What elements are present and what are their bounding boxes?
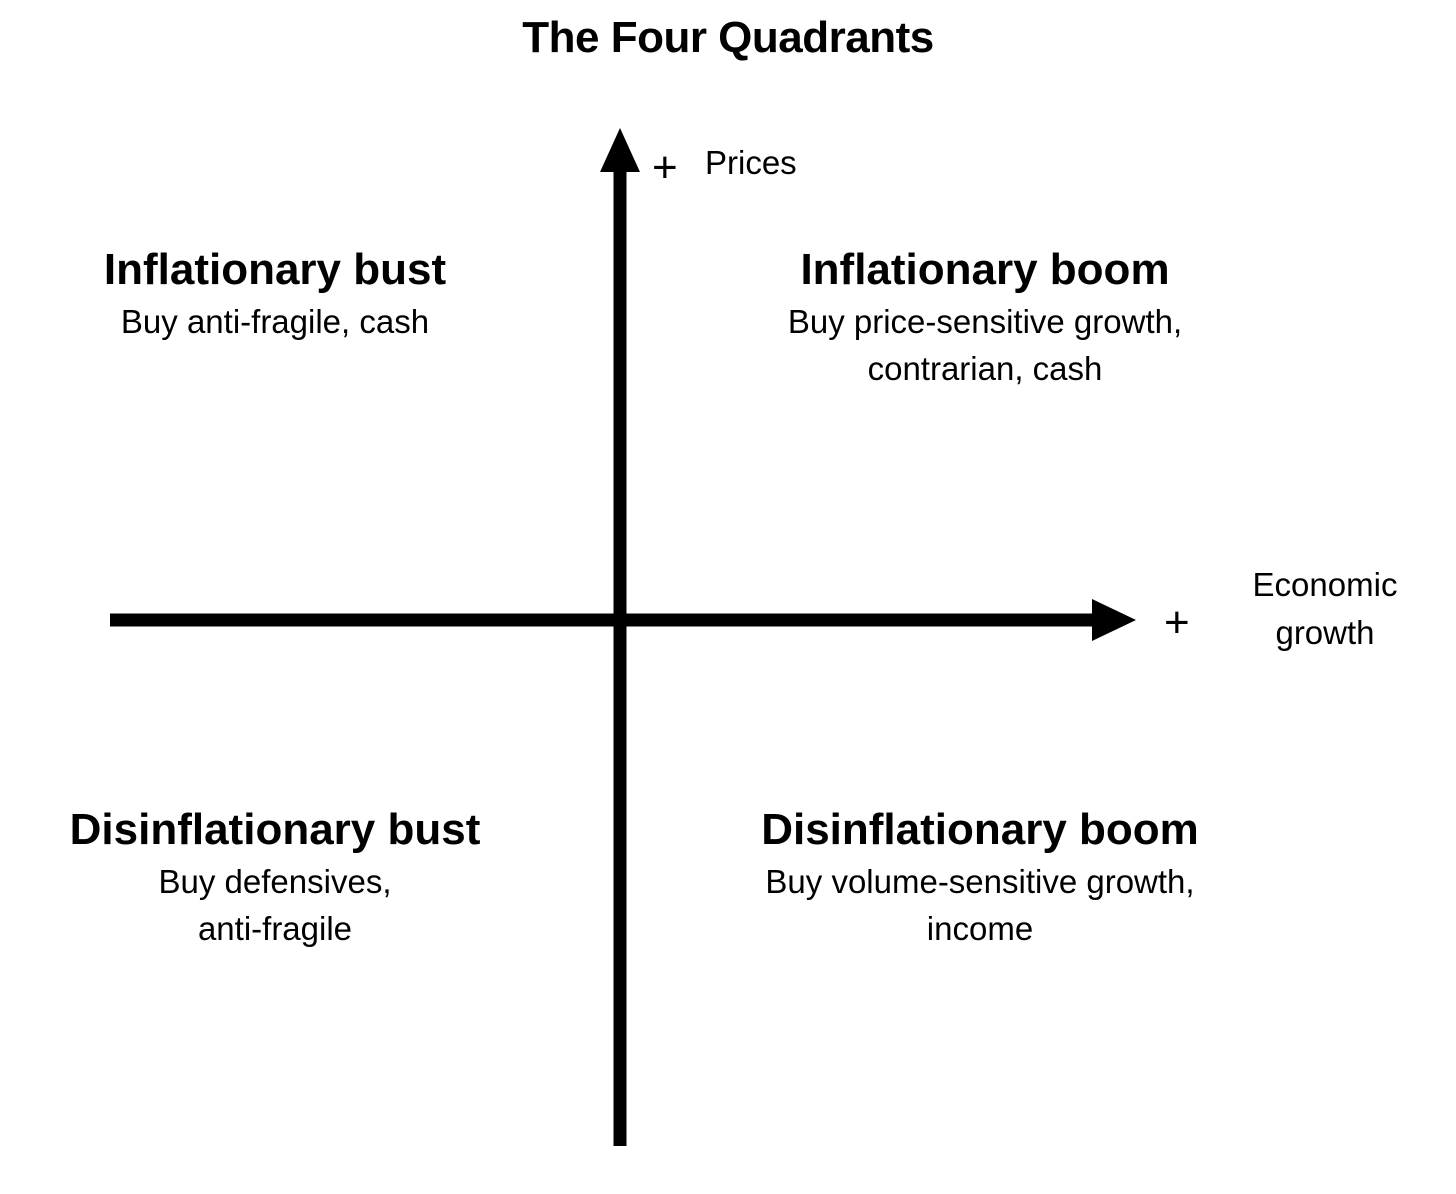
quadrant-advice-line2: contrarian, cash xyxy=(867,350,1103,387)
y-axis-label: Prices xyxy=(705,144,797,181)
quadrant-advice-line2: income xyxy=(926,910,1034,947)
quadrant-heading: Inflationary boom xyxy=(800,245,1170,294)
quadrant-inflationary-bust: Inflationary bust Buy anti-fragile, cash xyxy=(40,242,510,345)
x-axis-label-line1: Economic xyxy=(1252,566,1398,603)
quadrant-heading: Disinflationary bust xyxy=(69,805,481,854)
quadrant-inflationary-boom: Inflationary boom Buy price-sensitive gr… xyxy=(720,242,1250,392)
x-axis-arrow xyxy=(1092,599,1136,641)
quadrant-heading: Disinflationary boom xyxy=(761,805,1199,854)
diagram-title: The Four Quadrants xyxy=(522,13,934,62)
quadrant-advice-line1: Buy defensives, xyxy=(158,863,392,900)
x-axis-plus-sign: + xyxy=(1164,598,1190,647)
quadrant-disinflationary-boom: Disinflationary boom Buy volume-sensitiv… xyxy=(700,802,1260,952)
quadrant-advice-line2: anti-fragile xyxy=(197,910,353,947)
quadrant-advice-line1: Buy anti-fragile, cash xyxy=(120,303,430,340)
quadrant-advice-line1: Buy price-sensitive growth, xyxy=(787,303,1183,340)
y-axis-plus-sign: + xyxy=(652,143,678,192)
x-axis-label-line2: growth xyxy=(1275,614,1375,651)
y-axis-arrow xyxy=(600,128,640,172)
quadrant-disinflationary-bust: Disinflationary bust Buy defensives, ant… xyxy=(30,802,520,952)
x-axis-label: Economic growth xyxy=(1225,561,1425,657)
quadrant-advice-line1: Buy volume-sensitive growth, xyxy=(765,863,1195,900)
quadrant-heading: Inflationary bust xyxy=(103,245,447,294)
